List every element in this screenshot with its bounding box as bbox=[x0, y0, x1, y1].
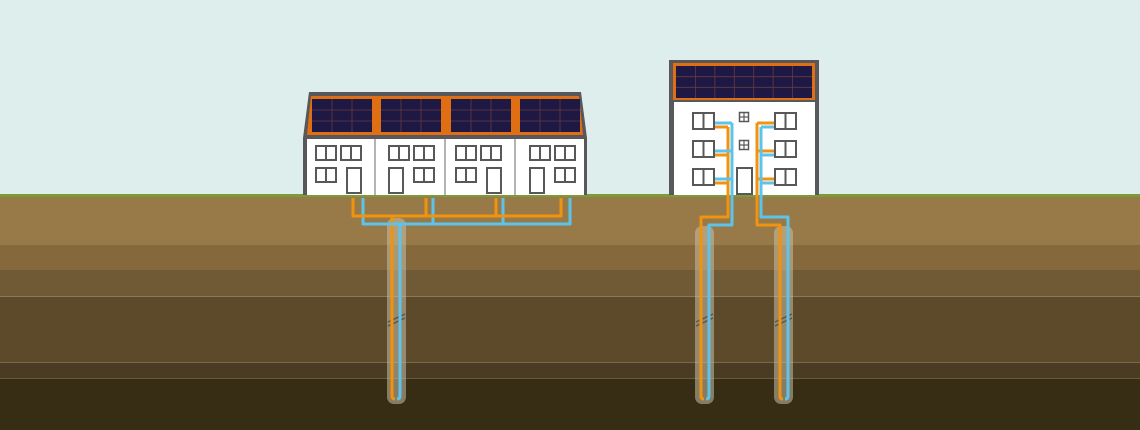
door-icon bbox=[388, 167, 404, 194]
supply-pipe-row-houses-top bbox=[351, 198, 563, 218]
soil-layers bbox=[0, 195, 1140, 430]
door-icon bbox=[346, 167, 362, 194]
solar-panel bbox=[451, 99, 511, 132]
solar-panel bbox=[676, 66, 812, 98]
row-houses bbox=[303, 92, 587, 195]
solar-panel bbox=[312, 99, 372, 132]
soil-layer-4 bbox=[0, 296, 1140, 362]
soil-layer-3 bbox=[0, 270, 1140, 296]
door-icon bbox=[486, 167, 502, 194]
solar-panel bbox=[520, 99, 580, 132]
supply-pipe-borehole-1 bbox=[390, 216, 396, 401]
door-icon bbox=[736, 167, 753, 195]
apartment-building bbox=[669, 60, 819, 195]
return-pipe-row-houses bbox=[361, 198, 572, 226]
solar-panel bbox=[381, 99, 441, 132]
return-pipe-borehole-2 bbox=[705, 121, 734, 401]
door-icon bbox=[529, 167, 545, 194]
supply-pipe-borehole-2 bbox=[699, 125, 730, 401]
soil-layer-5 bbox=[0, 362, 1140, 378]
soil-layer-2 bbox=[0, 245, 1140, 270]
return-pipe-borehole-3 bbox=[759, 125, 790, 401]
grass-line bbox=[0, 194, 1140, 197]
soil-layer-6 bbox=[0, 378, 1140, 430]
return-pipe-borehole-1 bbox=[396, 224, 402, 401]
borehole-1 bbox=[387, 218, 406, 404]
supply-pipe-borehole-3 bbox=[755, 121, 784, 401]
